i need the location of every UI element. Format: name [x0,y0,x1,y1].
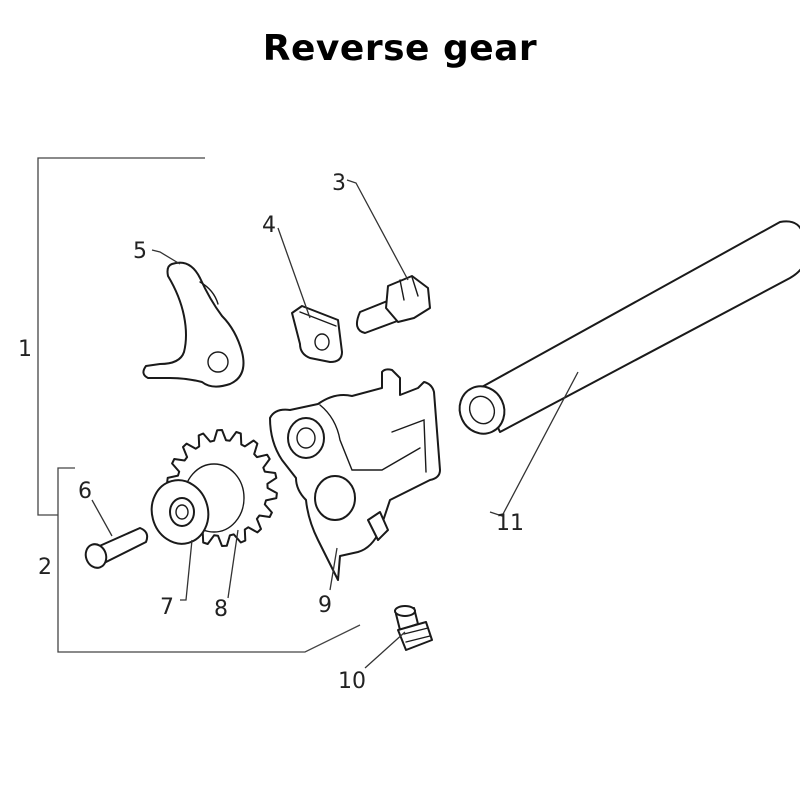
callout-11: 11 [496,511,524,536]
callout-9: 9 [318,593,332,618]
shaft-part-11 [458,220,800,435]
shift-fork-part-5 [142,261,245,388]
leader-11 [489,371,579,517]
group-1-bracket [37,157,205,516]
fitting-part-10 [394,605,433,651]
pin-part-6 [84,527,149,569]
callout-1: 1 [18,337,32,362]
leader-10 [364,631,406,669]
page-title: Reverse gear [262,28,538,69]
leader-6 [91,499,113,537]
bolt-part-3 [355,275,431,334]
leader-4 [277,227,311,319]
group-2-bracket [57,467,361,653]
leader-9 [329,547,338,591]
callout-6: 6 [78,479,92,504]
washer-part-7 [150,479,210,545]
leader-3 [346,179,409,281]
leader-7 [180,539,193,601]
callout-7: 7 [160,595,174,620]
lock-tab-part-4 [291,305,343,363]
callout-4: 4 [262,213,276,238]
callout-10: 10 [338,669,366,694]
leader-5 [151,249,181,265]
callout-5: 5 [133,239,147,264]
leader-8 [227,529,239,599]
callout-3: 3 [332,171,346,196]
housing-part-9 [269,368,441,581]
callout-8: 8 [214,597,228,622]
callout-2: 2 [38,555,52,580]
